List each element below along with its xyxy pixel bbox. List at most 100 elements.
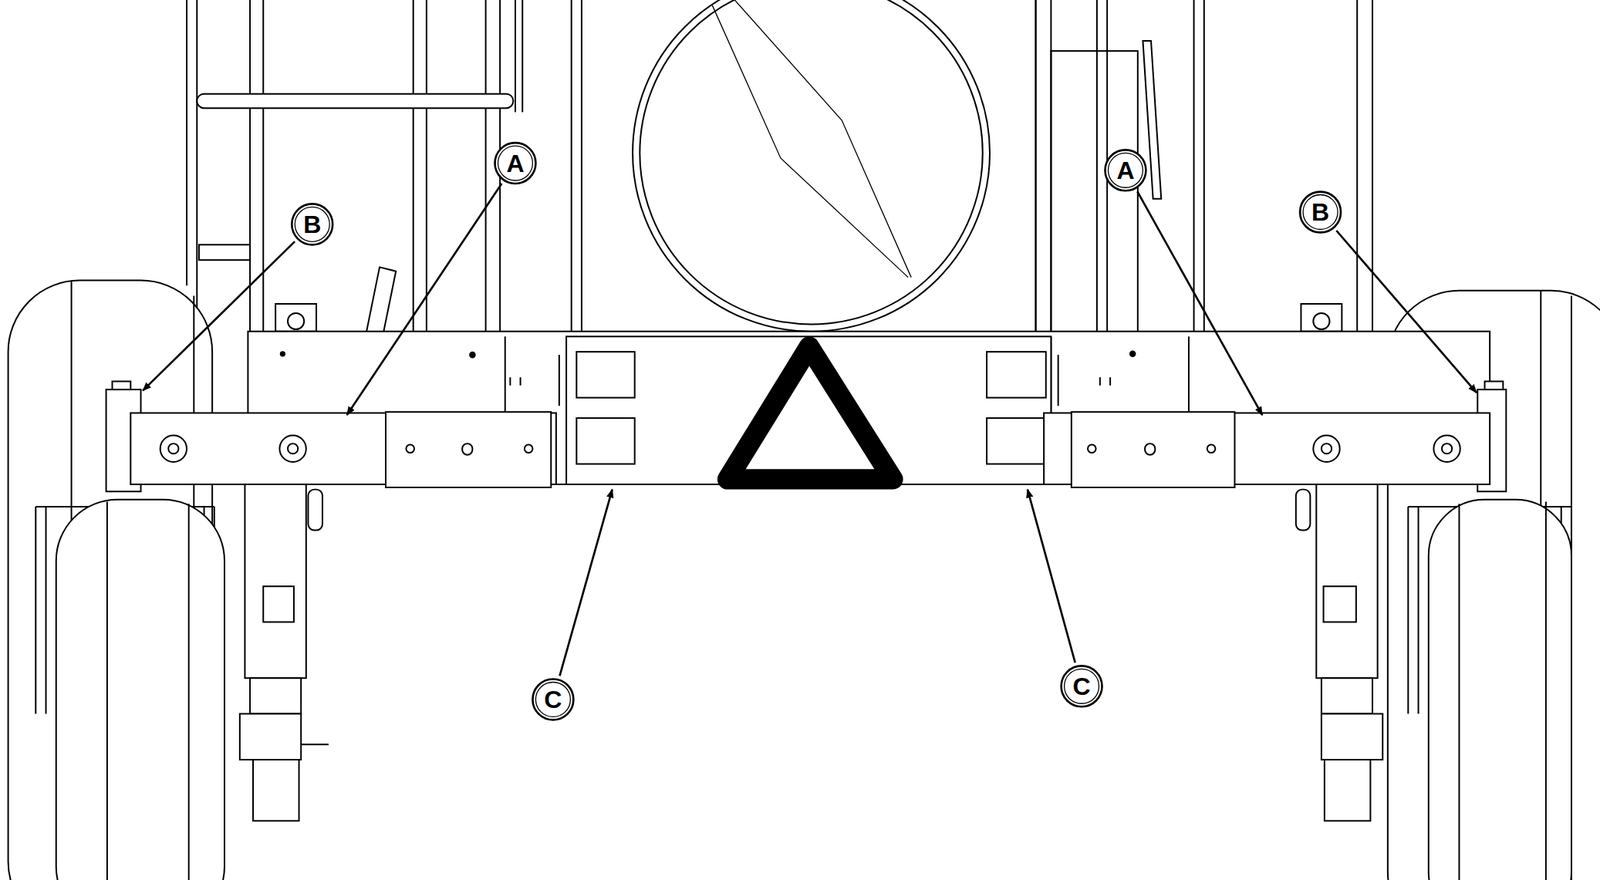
center-section-part bbox=[558, 354, 561, 406]
left-tower-part bbox=[262, 0, 264, 337]
front-wheels-part bbox=[1458, 503, 1460, 880]
left-tower-part bbox=[195, 0, 198, 337]
rear-crossbar-part bbox=[519, 377, 522, 386]
telescoping-bars-part bbox=[160, 435, 187, 463]
callout-circle bbox=[532, 679, 574, 721]
left-tower-part bbox=[521, 0, 524, 112]
callout-letter: B bbox=[1311, 199, 1330, 225]
lower-plates-part bbox=[45, 506, 48, 714]
callout-circle bbox=[291, 203, 333, 245]
tank bbox=[571, 0, 1037, 337]
rear-crossbar-part bbox=[469, 352, 476, 358]
side-posts bbox=[106, 381, 1507, 492]
callout-circle-inner bbox=[1107, 152, 1143, 188]
callout-badge: C bbox=[1064, 668, 1100, 704]
side-posts-part bbox=[1485, 381, 1504, 390]
leader-line bbox=[1137, 192, 1263, 416]
right-tower-part bbox=[1203, 0, 1206, 337]
left-tower-part bbox=[196, 94, 514, 109]
right-tower-part bbox=[1313, 313, 1330, 330]
telescoping-bars-part bbox=[279, 435, 306, 463]
row-units bbox=[239, 484, 1383, 821]
leader-line bbox=[347, 183, 503, 416]
telescoping-bars-part bbox=[1087, 444, 1097, 453]
center-section-part bbox=[1057, 354, 1060, 406]
left-tower-part bbox=[287, 313, 304, 330]
tank-part bbox=[570, 0, 573, 337]
callout-badge: B bbox=[294, 206, 330, 242]
callout-circle-inner bbox=[1302, 195, 1338, 230]
telescoping-bars-part bbox=[462, 443, 473, 456]
telescoping-bars-part bbox=[385, 411, 551, 488]
callout-circle-inner bbox=[535, 682, 571, 718]
telescoping-bars-part bbox=[1441, 443, 1452, 454]
lower-plates-part bbox=[1417, 506, 1420, 714]
callout-circle bbox=[1061, 665, 1103, 707]
telescoping-bars-part bbox=[524, 444, 534, 453]
left-tower-part bbox=[366, 266, 396, 337]
lower-plates-part bbox=[34, 506, 37, 714]
rear-crossbar-part bbox=[1188, 336, 1190, 413]
front-wheels-part bbox=[56, 499, 225, 880]
callout-badge: B bbox=[1302, 195, 1338, 230]
side-posts-part bbox=[111, 381, 131, 390]
telescoping-bars-part bbox=[405, 444, 415, 453]
rear-crossbar-part bbox=[1109, 377, 1111, 386]
tank-part bbox=[639, 0, 983, 325]
center-section-part bbox=[986, 351, 1047, 398]
tank-part bbox=[581, 0, 1037, 337]
right-tower-part bbox=[1356, 0, 1358, 337]
callout-letter: A bbox=[506, 151, 524, 176]
callout-badge: A bbox=[1107, 152, 1143, 188]
right-tower-part bbox=[1300, 303, 1342, 332]
tank-part bbox=[632, 0, 990, 332]
row-units-part bbox=[244, 484, 306, 679]
callout-circle bbox=[1299, 192, 1341, 233]
left-tower-part bbox=[275, 303, 317, 332]
front-wheels-part bbox=[188, 503, 190, 880]
front-wheels-part bbox=[106, 501, 109, 880]
row-units-part bbox=[249, 678, 301, 714]
row-units-part bbox=[307, 489, 323, 531]
callout-badge: C bbox=[535, 682, 571, 718]
front-wheels-part bbox=[1428, 499, 1572, 880]
leader-line bbox=[1336, 230, 1477, 393]
callout-circle bbox=[495, 142, 537, 184]
leader-line bbox=[560, 489, 613, 677]
leader-line bbox=[142, 241, 295, 391]
row-units-part bbox=[300, 743, 329, 746]
right-tower-part bbox=[1035, 0, 1037, 337]
row-units-part bbox=[253, 759, 300, 821]
rear-crossbar-part bbox=[1099, 377, 1101, 386]
callout-badge: A bbox=[497, 145, 533, 181]
leader-line bbox=[1027, 489, 1076, 664]
row-units-part bbox=[1316, 484, 1378, 679]
rear-tires bbox=[8, 280, 1600, 880]
telescoping-bars-part bbox=[1433, 435, 1460, 463]
center-section-part bbox=[986, 418, 1047, 464]
left-tower bbox=[186, 0, 523, 337]
callout-circle-inner bbox=[497, 145, 533, 181]
rear-crossbar-part bbox=[280, 351, 285, 356]
telescoping-bars bbox=[130, 411, 1490, 488]
left-tower-part bbox=[199, 244, 250, 260]
smv-emblem-part bbox=[727, 347, 893, 480]
callout-letter: C bbox=[543, 687, 562, 713]
callout-circle-inner bbox=[294, 206, 330, 242]
left-tower-part bbox=[412, 0, 415, 337]
left-tower-part bbox=[185, 0, 188, 286]
right-tower-part bbox=[1193, 0, 1195, 337]
smv-emblem bbox=[727, 347, 893, 480]
telescoping-bars-part bbox=[1144, 443, 1155, 456]
callout-letter: A bbox=[1116, 158, 1135, 183]
row-units-part bbox=[1323, 586, 1357, 622]
telescoping-bars-part bbox=[168, 443, 179, 454]
row-units-part bbox=[1321, 678, 1373, 714]
row-units-part bbox=[239, 713, 301, 760]
rear-crossbar-part bbox=[504, 336, 507, 413]
row-units-part bbox=[1324, 759, 1371, 821]
front-wheels-part bbox=[1545, 501, 1547, 880]
tank-part bbox=[712, 5, 909, 278]
